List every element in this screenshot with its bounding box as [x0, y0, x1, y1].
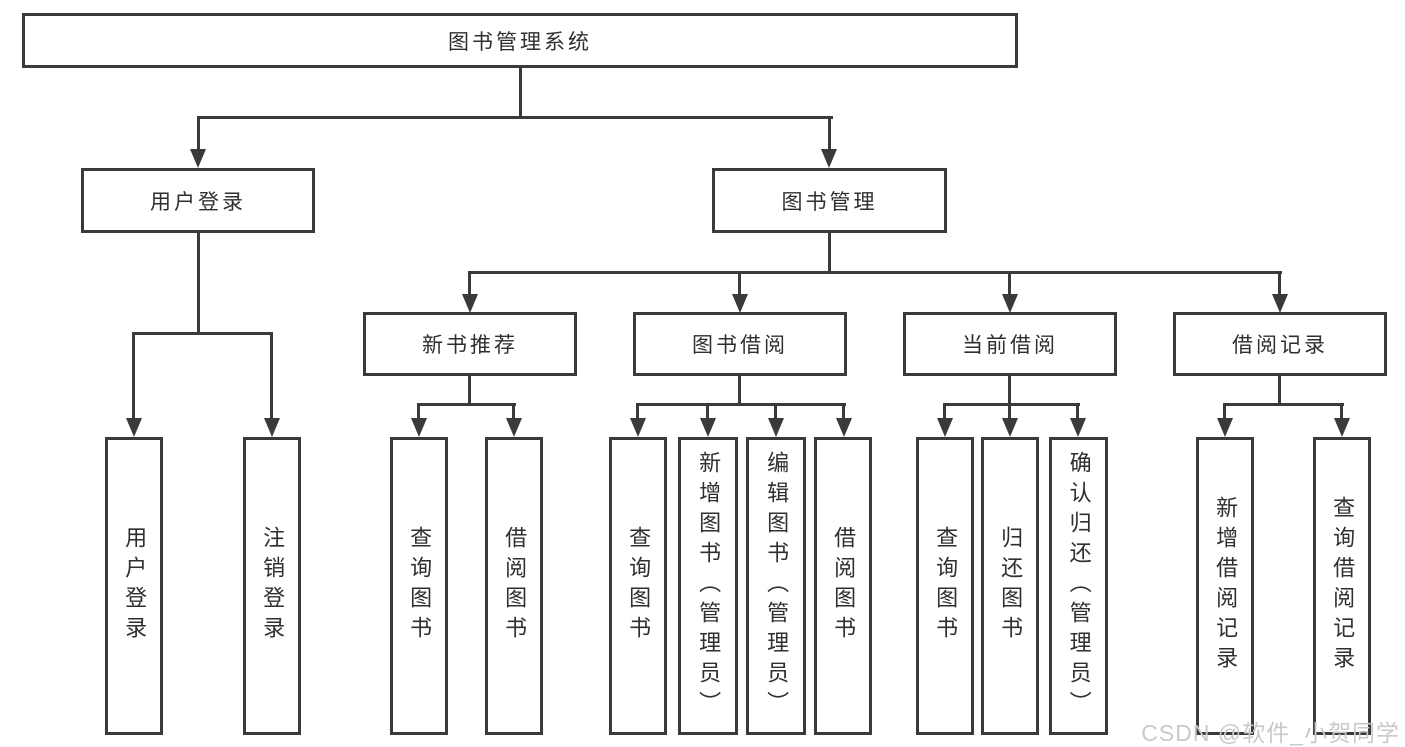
node-book-management: 图书管理	[712, 168, 947, 233]
arrowhead-down	[732, 294, 748, 313]
csdn-watermark: CSDN @软件_小贺同学	[1141, 720, 1400, 746]
connector-leaf	[636, 403, 639, 419]
leaf-return-books: 归还图书	[981, 437, 1039, 735]
node-label: 查询借阅记录	[1330, 496, 1356, 676]
leaf-borrow-books: 借阅图书	[814, 437, 872, 735]
node-book-borrow: 图书借阅	[633, 312, 847, 376]
arrowhead-down	[506, 418, 522, 437]
node-label: 归还图书	[998, 526, 1024, 646]
leaf-query-books-current: 查询图书	[916, 437, 974, 735]
leaf-query-books-recommend: 查询图书	[390, 437, 448, 735]
node-label: 用户登录	[122, 526, 148, 646]
connector-current-borrow-stem	[1008, 376, 1011, 406]
connector-leaf	[1076, 403, 1079, 419]
node-label: 借阅图书	[502, 526, 528, 646]
arrowhead-down	[821, 149, 837, 168]
connector-root-stem	[519, 68, 522, 117]
leaf-edit-books-admin: 编辑图书（管理员）	[746, 437, 806, 735]
node-root-library-system: 图书管理系统	[22, 13, 1018, 68]
arrowhead-down	[190, 149, 206, 168]
node-label: 查询图书	[407, 526, 433, 646]
connector-to-leaf-user-login	[132, 332, 135, 418]
connector-leaf	[943, 403, 946, 419]
arrowhead-down	[768, 418, 784, 437]
connector-leaf	[1008, 403, 1011, 419]
connector-new-book-split	[417, 403, 516, 406]
connector-leaf	[842, 403, 845, 419]
connector-leaf	[1223, 403, 1226, 419]
leaf-query-borrow-record: 查询借阅记录	[1313, 437, 1371, 735]
arrowhead-down	[1334, 418, 1350, 437]
arrowhead-down	[937, 418, 953, 437]
arrowhead-down	[264, 418, 280, 437]
leaf-add-books-admin: 新增图书（管理员）	[678, 437, 738, 735]
node-label: 图书管理系统	[448, 30, 592, 54]
connector-user-login-split	[132, 332, 273, 335]
connector-book-borrow-split	[636, 403, 846, 406]
connector-current-borrow-split	[943, 403, 1080, 406]
node-label: 新增图书（管理员）	[696, 451, 722, 721]
connector-borrow-records-stem	[1278, 376, 1281, 406]
leaf-query-books-borrow: 查询图书	[609, 437, 667, 735]
arrowhead-down	[126, 418, 142, 437]
node-user-login: 用户登录	[81, 168, 315, 233]
arrowhead-down	[836, 418, 852, 437]
connector-leaf	[774, 403, 777, 419]
node-label: 借阅图书	[831, 526, 857, 646]
connector-leaf	[417, 403, 420, 419]
node-label: 借阅记录	[1232, 334, 1328, 357]
arrowhead-down	[1272, 294, 1288, 313]
arrowhead-down	[630, 418, 646, 437]
connector-to-current-borrow	[1008, 271, 1011, 295]
node-label: 用户登录	[150, 190, 246, 214]
connector-to-borrow-records	[1278, 271, 1281, 295]
connector-leaf	[706, 403, 709, 419]
node-label: 图书借阅	[692, 334, 788, 357]
node-label: 图书管理	[781, 190, 878, 214]
connector-leaf	[1340, 403, 1343, 419]
node-label: 编辑图书（管理员）	[764, 451, 790, 721]
node-label: 新书推荐	[422, 334, 518, 357]
arrowhead-down	[1002, 294, 1018, 313]
connector-book-borrow-stem	[738, 376, 741, 406]
node-label: 查询图书	[933, 526, 959, 646]
connector-to-book-borrow	[738, 271, 741, 295]
node-new-book-recommend: 新书推荐	[363, 312, 577, 376]
leaf-confirm-return-admin: 确认归还（管理员）	[1049, 437, 1108, 735]
connector-book-management-split	[468, 271, 1282, 274]
connector-to-leaf-logout	[270, 332, 273, 418]
connector-new-book-stem	[468, 376, 471, 406]
leaf-user-login: 用户登录	[105, 437, 163, 735]
node-current-borrow: 当前借阅	[903, 312, 1117, 376]
connector-to-book-management	[828, 116, 831, 150]
connector-borrow-records-split	[1223, 403, 1344, 406]
connector-to-new-book	[468, 271, 471, 295]
arrowhead-down	[1002, 418, 1018, 437]
arrowhead-down	[462, 294, 478, 313]
arrowhead-down	[1070, 418, 1086, 437]
connector-book-management-stem	[828, 233, 831, 273]
node-label: 确认归还（管理员）	[1066, 451, 1092, 721]
node-label: 当前借阅	[962, 334, 1058, 357]
leaf-borrow-books-recommend: 借阅图书	[485, 437, 543, 735]
connector-root-split	[197, 116, 833, 119]
node-borrow-records: 借阅记录	[1173, 312, 1387, 376]
connector-leaf	[512, 403, 515, 419]
node-label: 新增借阅记录	[1213, 496, 1239, 676]
node-label: 注销登录	[260, 526, 286, 646]
arrowhead-down	[1217, 418, 1233, 437]
connector-to-user-login	[197, 116, 200, 150]
arrowhead-down	[411, 418, 427, 437]
node-label: 查询图书	[626, 526, 652, 646]
leaf-logout: 注销登录	[243, 437, 301, 735]
connector-user-login-stem	[197, 233, 200, 335]
arrowhead-down	[700, 418, 716, 437]
leaf-add-borrow-record: 新增借阅记录	[1196, 437, 1254, 735]
